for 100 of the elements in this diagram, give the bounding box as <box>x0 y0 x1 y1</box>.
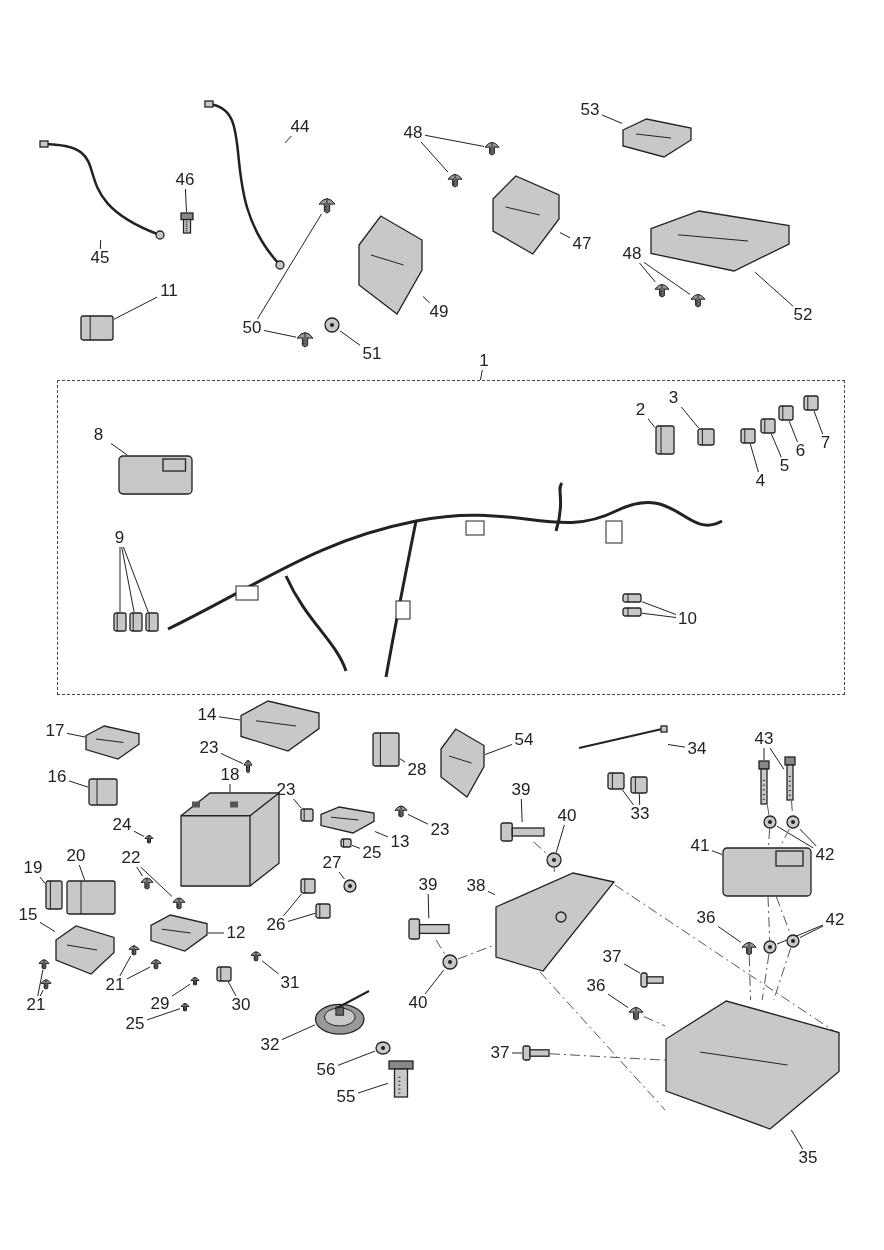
leader-line <box>813 410 824 435</box>
callout-number: 35 <box>796 1149 820 1167</box>
callout-number: 52 <box>791 306 815 324</box>
nut-drawing <box>343 879 357 893</box>
callout-number: 23 <box>274 781 298 799</box>
callout-number: 54 <box>512 731 536 749</box>
callout-number: 27 <box>320 854 344 872</box>
terminal-drawing <box>621 606 642 617</box>
callout-number: 45 <box>88 249 112 267</box>
screw-drawing <box>250 950 262 962</box>
callout-number: 36 <box>694 909 718 927</box>
leader-line <box>284 135 292 144</box>
leader-line <box>754 271 794 307</box>
connector-block-drawing <box>654 424 675 455</box>
alignment-line <box>549 1053 666 1061</box>
leader-line <box>622 789 634 806</box>
leader-line <box>171 983 191 997</box>
alignment-line <box>766 804 770 816</box>
screw-drawing <box>140 876 154 890</box>
callout-number: 22 <box>119 849 143 867</box>
leader-line <box>601 114 623 124</box>
leader-line <box>39 989 44 997</box>
leader-line <box>113 296 158 320</box>
callout-number: 37 <box>488 1044 512 1062</box>
bracket-drawing <box>85 725 140 760</box>
leader-line <box>119 546 121 613</box>
leader-line <box>717 925 742 943</box>
leader-line <box>639 262 656 283</box>
screw-drawing <box>741 940 757 956</box>
screw-drawing <box>394 804 408 818</box>
screw-drawing <box>296 330 314 348</box>
screw-drawing <box>38 958 50 970</box>
washer-drawing <box>786 934 800 948</box>
callout-number: 13 <box>388 833 412 851</box>
clip-drawing <box>630 776 648 794</box>
callout-number: 23 <box>428 821 452 839</box>
leader-line <box>140 866 173 897</box>
leader-line <box>261 960 280 975</box>
callout-number: 56 <box>314 1061 338 1079</box>
callout-number: 3 <box>661 388 686 407</box>
washer-drawing <box>442 954 458 970</box>
leader-line <box>37 969 44 997</box>
callout-number: 42 <box>813 846 837 864</box>
bolt-drawing <box>388 1060 414 1098</box>
screw-drawing <box>150 958 162 970</box>
washer-drawing <box>763 940 777 954</box>
callout-number: 1 <box>472 352 496 370</box>
callout-number: 38 <box>464 877 488 895</box>
callout-number: 19 <box>21 859 45 877</box>
leader-line <box>763 747 765 761</box>
leader-line <box>559 232 571 239</box>
leader-line <box>220 753 244 765</box>
callout-number: 51 <box>360 345 384 363</box>
callout-number: 32 <box>258 1036 282 1054</box>
leader-line <box>607 993 629 1009</box>
bracket-drawing <box>650 210 790 272</box>
leader-line <box>66 732 86 738</box>
callout-number: 53 <box>578 101 602 119</box>
callout-number: 21 <box>103 976 127 994</box>
washer-drawing <box>763 815 777 829</box>
leader-line <box>647 418 656 428</box>
horn-drawing <box>315 990 370 1035</box>
bracket-drawing <box>622 118 692 158</box>
callout-number: 50 <box>240 319 264 337</box>
callout-number: 14 <box>195 706 219 724</box>
bracket-drawing <box>320 806 375 834</box>
callout-number: 23 <box>197 739 221 757</box>
leader-line <box>711 850 723 856</box>
leader-line <box>281 1024 316 1041</box>
leader-line <box>749 443 759 473</box>
leader-line <box>122 546 149 613</box>
bracket-drawing <box>665 1000 840 1130</box>
leader-line <box>126 966 151 980</box>
callout-number: 25 <box>123 1015 147 1033</box>
leader-line <box>484 744 513 756</box>
leader-line <box>680 406 700 429</box>
connector-drawing <box>112 611 127 632</box>
callout-number: 25 <box>360 844 384 862</box>
leader-line <box>78 864 86 881</box>
bolt-drawing <box>640 972 664 988</box>
terminal-drawing <box>621 592 642 603</box>
callout-number: 39 <box>416 876 440 894</box>
clip-drawing <box>696 427 715 446</box>
bolt-drawing <box>408 918 450 940</box>
screw-drawing <box>690 292 706 308</box>
leader-line <box>146 1008 181 1021</box>
callout-number: 20 <box>64 847 88 865</box>
leader-line <box>520 798 523 823</box>
callout-number: 2 <box>628 400 653 419</box>
callout-number: 18 <box>218 766 242 784</box>
bracket-drawing <box>150 914 208 952</box>
clip-drawing <box>802 394 819 411</box>
leader-line <box>641 601 677 615</box>
alignment-line <box>435 939 446 955</box>
callout-number: 24 <box>110 816 134 834</box>
leader-line <box>399 758 406 763</box>
callout-number: 40 <box>555 807 579 825</box>
bracket-drawing <box>358 215 423 315</box>
cable-tie-drawing <box>578 725 668 750</box>
callout-number: 43 <box>752 730 776 748</box>
